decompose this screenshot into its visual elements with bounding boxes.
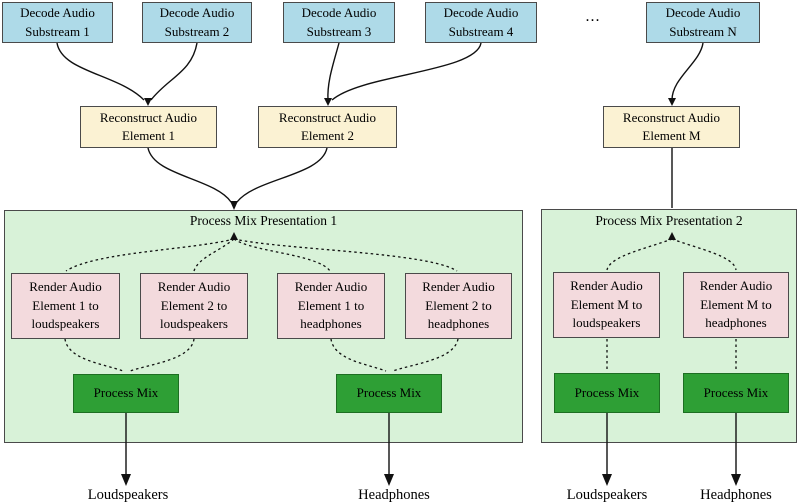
render-element-1-loudspeakers-label: Render Audio Element 1 to loudspeakers xyxy=(29,279,102,332)
presentation-2-title: Process Mix Presentation 2 xyxy=(595,213,743,228)
decode-substream-2-box: Decode Audio Substream 2 xyxy=(142,2,252,43)
decode-substream-4-label: Decode Audio Substream 4 xyxy=(443,5,519,39)
render-element-m-loudspeakers-box: Render Audio Element M to loudspeakers xyxy=(553,272,660,338)
decode-substream-n-box: Decode Audio Substream N xyxy=(646,2,760,43)
process-mix-2-headphones-box: Process Mix xyxy=(683,373,789,413)
presentation-1-title: Process Mix Presentation 1 xyxy=(189,213,338,228)
decode-substream-4-box: Decode Audio Substream 4 xyxy=(425,2,537,43)
decode-substream-2-label: Decode Audio Substream 2 xyxy=(159,5,235,39)
reconstruct-element-2-box: Reconstruct Audio Element 2 xyxy=(258,106,397,148)
render-element-1-loudspeakers-box: Render Audio Element 1 to loudspeakers xyxy=(11,273,120,339)
render-element-m-loudspeakers-label: Render Audio Element M to loudspeakers xyxy=(570,278,643,331)
output-headphones-1-label: Headphones xyxy=(358,487,430,503)
process-mix-1-loudspeakers-label: Process Mix xyxy=(93,385,159,401)
process-mix-2-loudspeakers-box: Process Mix xyxy=(554,373,660,413)
decode-substream-3-label: Decode Audio Substream 3 xyxy=(301,5,377,39)
output-loudspeakers-2-label: Loudspeakers xyxy=(566,487,648,503)
reconstruct-element-m-label: Reconstruct Audio Element M xyxy=(622,109,721,143)
process-mix-2-loudspeakers-label: Process Mix xyxy=(574,384,640,400)
decode-substream-1-box: Decode Audio Substream 1 xyxy=(2,2,113,43)
render-element-2-headphones-label: Render Audio Element 2 to headphones xyxy=(422,279,495,332)
render-element-1-headphones-box: Render Audio Element 1 to headphones xyxy=(277,273,385,339)
render-element-1-headphones-label: Render Audio Element 1 to headphones xyxy=(294,279,368,332)
render-element-2-headphones-box: Render Audio Element 2 to headphones xyxy=(405,273,512,339)
reconstruct-element-2-label: Reconstruct Audio Element 2 xyxy=(278,109,377,143)
process-mix-1-loudspeakers-box: Process Mix xyxy=(73,374,179,413)
render-element-2-loudspeakers-box: Render Audio Element 2 to loudspeakers xyxy=(140,273,248,339)
substream-ellipsis: ... xyxy=(585,8,601,25)
output-headphones-2-label: Headphones xyxy=(700,487,772,503)
output-loudspeakers-1-label: Loudspeakers xyxy=(87,487,169,503)
render-element-2-loudspeakers-label: Render Audio Element 2 to loudspeakers xyxy=(157,279,231,332)
process-mix-1-headphones-label: Process Mix xyxy=(356,385,422,401)
process-mix-1-headphones-box: Process Mix xyxy=(336,374,442,413)
reconstruct-element-1-box: Reconstruct Audio Element 1 xyxy=(80,106,217,148)
process-mix-2-headphones-label: Process Mix xyxy=(703,384,769,400)
decode-substream-1-label: Decode Audio Substream 1 xyxy=(20,5,95,39)
render-element-m-headphones-box: Render Audio Element M to headphones xyxy=(683,272,789,338)
reconstruct-element-m-box: Reconstruct Audio Element M xyxy=(603,106,740,148)
decode-substream-3-box: Decode Audio Substream 3 xyxy=(283,2,395,43)
decode-substream-n-label: Decode Audio Substream N xyxy=(665,5,741,39)
render-element-m-headphones-label: Render Audio Element M to headphones xyxy=(699,278,773,331)
reconstruct-element-1-label: Reconstruct Audio Element 1 xyxy=(99,109,198,143)
